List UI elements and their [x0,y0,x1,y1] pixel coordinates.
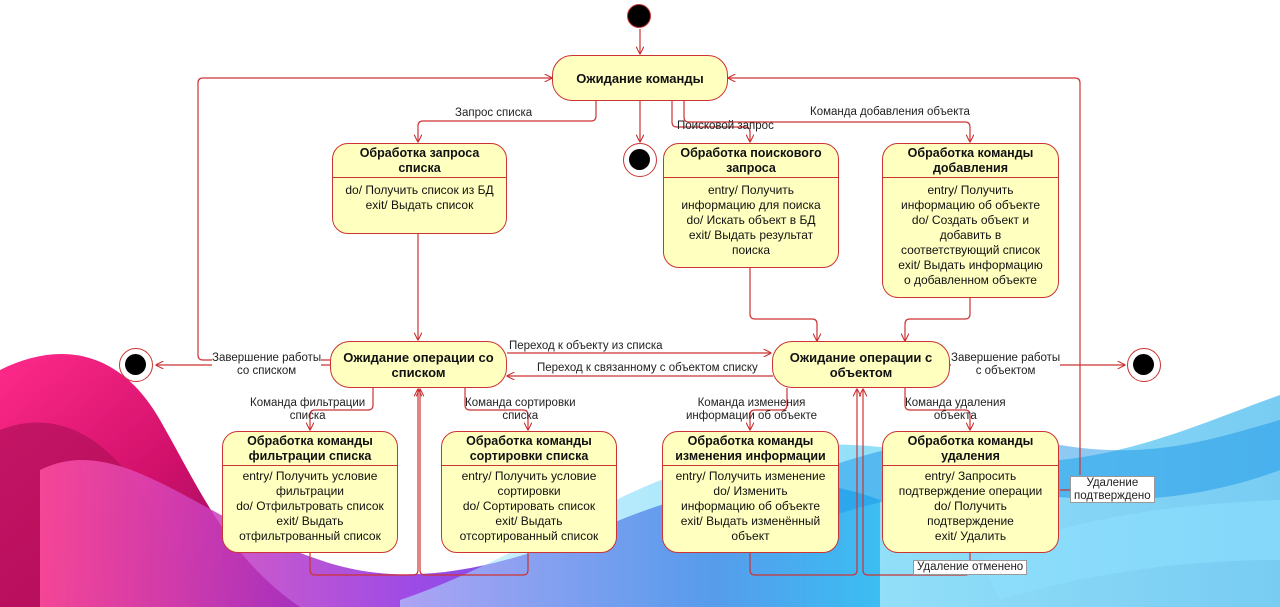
label-list-request: Запрос списка [455,107,533,119]
state-edit-command-body: entry/ Получить изменение do/ Изменить и… [663,466,838,549]
label-sort-command: Команда сортировки списка [465,397,576,422]
state-edit-command-line: информацию об объекте [680,499,820,513]
state-sort-command-line: exit/ Выдать [495,514,563,528]
label-end-list: Завершение работы со списком [212,352,322,377]
label-delete-cancelled: Удаление отменено [913,560,1028,575]
final-node-left-core [125,354,146,375]
state-search-request-title: Обработка поискового запроса [664,144,838,178]
state-sort-command-line: entry/ Получить условие [461,469,597,483]
label-end-list-line: со списком [237,364,297,377]
label-end-object-line: Завершение работы [951,352,1061,364]
label-end-object: Завершение работы с объектом [951,352,1061,377]
state-filter-command-body: entry/ Получить условие фильтрации do/ О… [223,466,397,549]
state-wait-command: Ожидание команды [552,55,728,101]
state-delete-command-body: entry/ Запросить подтверждение операции … [883,466,1058,549]
label-add-command: Команда добавления объекта [810,106,970,119]
label-edit-command: Команда изменения информации об объекте [686,397,817,422]
state-filter-command-line: фильтрации [275,484,344,498]
state-filter-command-line: exit/ Выдать [276,514,344,528]
label-edit-command-line: информации об объекте [686,409,818,422]
state-add-command-body: entry/ Получить информацию об объекте do… [883,178,1058,293]
label-delete-confirmed-line: подтверждено [1074,489,1151,502]
state-search-request: Обработка поискового запроса entry/ Полу… [663,143,839,268]
final-node-center [623,143,657,177]
label-delete-confirmed: Удаление подтверждено [1070,476,1155,503]
state-delete-command-line: entry/ Запросить [924,469,1017,483]
state-delete-command-title: Обработка команды удаления [883,432,1058,466]
label-delete-command-line: Команда удаления [905,397,1006,409]
label-sort-command-line: Команда сортировки [465,397,576,409]
label-end-object-line: с объектом [975,364,1036,377]
state-sort-command-body: entry/ Получить условие сортировки do/ С… [442,466,616,549]
state-sort-command-line: do/ Сортировать список [462,499,596,513]
label-goto-related: Переход к связанному с объектом списку [537,362,758,375]
state-list-request-body: do/ Получить список из БД exit/ Выдать с… [333,178,506,218]
state-add-command-line: entry/ Получить [927,183,1014,197]
state-add-command-line: соответствующий список [900,243,1041,257]
state-delete-command-line: do/ Получить [934,499,1007,513]
state-delete-command: Обработка команды удаления entry/ Запрос… [882,431,1059,553]
state-search-request-line: exit/ Выдать результат [688,228,814,242]
state-filter-command-line: entry/ Получить условие [242,469,378,483]
state-sort-command-line: сортировки [497,484,561,498]
state-add-command-line: do/ Создать объект и [911,213,1030,227]
label-goto-object: Переход к объекту из списка [509,340,663,352]
state-add-command-title: Обработка команды добавления [883,144,1058,178]
final-node-left [119,348,153,382]
label-filter-command-line: Команда фильтрации [250,397,366,409]
state-list-request-line: do/ Получить список из БД [345,183,494,197]
final-node-center-core [629,149,650,170]
label-search-request: Поисковой запрос [677,120,774,132]
state-add-command-line: exit/ Выдать информацию [898,258,1043,272]
label-filter-command: Команда фильтрации списка [250,397,365,422]
label-delete-command: Команда удаления объекта [905,397,1006,422]
state-search-request-line: entry/ Получить [707,183,795,197]
state-edit-command-line: объект [731,529,770,543]
state-edit-command-title: Обработка команды изменения информации [663,432,838,466]
initial-node [627,4,651,28]
state-edit-command-line: exit/ Выдать изменённый [680,514,821,528]
state-add-command-line: информацию об объекте [900,198,1040,212]
state-filter-command-line: отфильтрованный список [239,529,381,543]
state-add-command-line: добавить в [939,228,1002,242]
state-list-request: Обработка запроса списка do/ Получить сп… [332,143,507,234]
state-search-request-line: поиска [731,243,771,257]
state-edit-command: Обработка команды изменения информации e… [662,431,839,553]
state-sort-command-title: Обработка команды сортировки списка [442,432,616,466]
state-filter-command-line: do/ Отфильтровать список [236,499,384,513]
state-edit-command-line: do/ Изменить [713,484,788,498]
state-delete-command-line: подтверждение операции [898,484,1043,498]
state-filter-command: Обработка команды фильтрации списка entr… [222,431,398,553]
state-sort-command-line: отсортированный список [459,529,599,543]
label-edit-command-line: Команда изменения [697,397,806,409]
state-filter-command-title: Обработка команды фильтрации списка [223,432,397,466]
state-search-request-line: do/ Искать объект в БД [686,213,816,227]
state-delete-command-line: exit/ Удалить [934,529,1007,543]
final-node-right-core [1133,354,1154,375]
state-add-command: Обработка команды добавления entry/ Полу… [882,143,1059,298]
final-node-right [1127,348,1161,382]
state-list-request-title: Обработка запроса списка [333,144,506,178]
state-edit-command-line: entry/ Получить изменение [675,469,826,483]
state-search-request-body: entry/ Получить информацию для поиска do… [664,178,838,263]
state-sort-command: Обработка команды сортировки списка entr… [441,431,617,553]
state-search-request-line: информацию для поиска [681,198,821,212]
label-delete-confirmed-line: Удаление [1086,477,1139,489]
state-add-command-line: о добавленном объекте [904,273,1037,287]
state-delete-command-line: подтверждение [927,514,1014,528]
state-wait-object-op: Ожидание операции с объектом [772,341,950,388]
state-list-request-line: exit/ Выдать список [365,198,474,212]
label-filter-command-line: списка [289,409,326,422]
label-delete-command-line: объекта [933,409,977,422]
label-sort-command-line: списка [502,409,539,422]
label-end-list-line: Завершение работы [212,352,322,364]
state-wait-list-op: Ожидание операции со списком [330,341,507,388]
